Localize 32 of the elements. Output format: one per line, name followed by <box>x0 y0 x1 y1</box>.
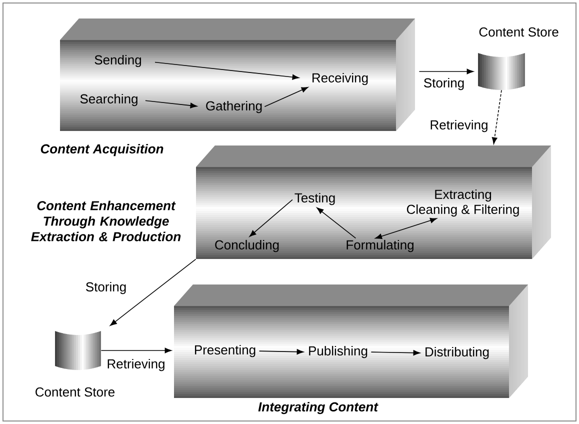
arrow <box>110 258 196 326</box>
step-label: Searching <box>80 94 138 106</box>
arrow <box>100 348 172 354</box>
step-label: Concluding <box>215 240 279 252</box>
edge-label: Retrieving <box>428 118 490 134</box>
step-label: Testing <box>294 192 335 206</box>
arrow <box>418 68 474 74</box>
step-label: Formulating <box>346 240 414 252</box>
block-caption: Integrating Content <box>258 402 378 414</box>
step-label: Gathering <box>206 100 262 114</box>
block-caption: Content Acquisition <box>40 144 164 156</box>
double-arrow <box>375 218 437 239</box>
store-label: Content Store <box>479 27 558 37</box>
step-label: Extracting Cleaning & Filtering <box>406 189 519 217</box>
arrow <box>249 199 293 237</box>
arrow <box>316 208 356 239</box>
step-label: Publishing <box>309 346 368 358</box>
step-label: Presenting <box>195 344 256 358</box>
arrow <box>258 349 304 355</box>
arrow <box>154 62 300 80</box>
edge-label: Retrieving <box>106 358 166 372</box>
arrow <box>264 86 308 107</box>
step-label: Sending <box>94 54 142 68</box>
dashed-arrow <box>492 90 502 144</box>
edge-label: Storing <box>422 76 466 92</box>
block-caption: Content Enhancement Through Knowledge Extraction & Production <box>31 200 181 242</box>
store-label: Content Store <box>36 387 114 397</box>
step-label: Receiving <box>312 72 368 86</box>
arrow <box>145 100 198 108</box>
step-label: Distributing <box>426 346 489 360</box>
arrow <box>370 350 420 356</box>
edge-label: Storing <box>84 280 128 296</box>
